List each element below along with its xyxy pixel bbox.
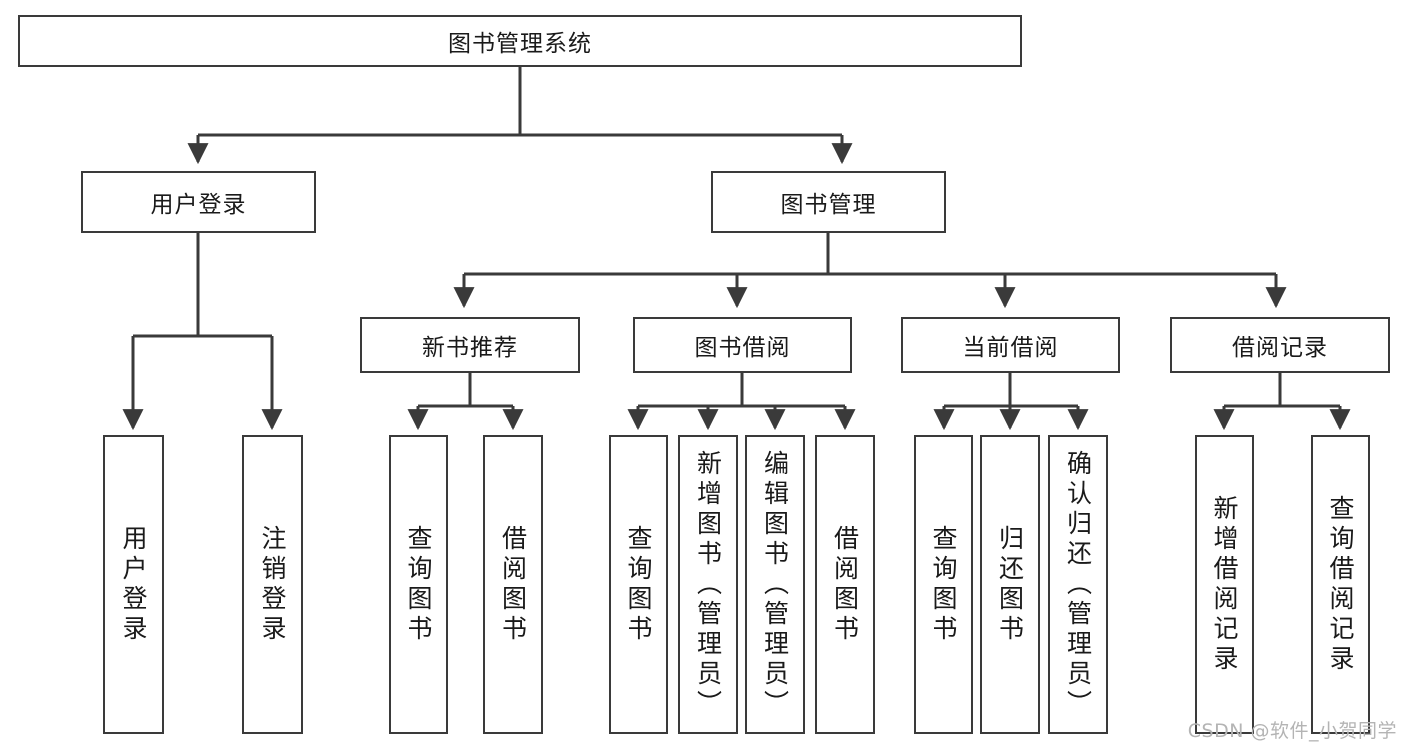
node-leaf-query-book-3[interactable]: 查询图书	[914, 435, 973, 734]
node-book-borrow[interactable]: 图书借阅	[633, 317, 852, 373]
node-leaf-query-record-label: 查询借阅记录	[1326, 494, 1355, 675]
node-user-login[interactable]: 用户登录	[81, 171, 316, 233]
node-leaf-user-login[interactable]: 用户登录	[103, 435, 164, 734]
node-leaf-edit-book[interactable]: 编辑图书（管理员）	[745, 435, 805, 734]
node-leaf-query-book-1[interactable]: 查询图书	[389, 435, 448, 734]
node-leaf-query-record[interactable]: 查询借阅记录	[1311, 435, 1370, 734]
node-leaf-add-record[interactable]: 新增借阅记录	[1195, 435, 1254, 734]
node-root-label: 图书管理系统	[448, 31, 592, 57]
node-current-borrow-label: 当前借阅	[962, 335, 1059, 361]
node-leaf-query-book-2-label: 查询图书	[624, 524, 653, 645]
node-leaf-confirm-return[interactable]: 确认归还（管理员）	[1048, 435, 1108, 734]
node-new-book-recommend[interactable]: 新书推荐	[360, 317, 580, 373]
node-leaf-borrow-book-1[interactable]: 借阅图书	[483, 435, 543, 734]
node-leaf-borrow-book-2-label: 借阅图书	[830, 524, 860, 645]
node-leaf-edit-book-label: 编辑图书（管理员）	[760, 449, 790, 720]
node-new-book-recommend-label: 新书推荐	[422, 335, 518, 361]
node-leaf-user-logout[interactable]: 注销登录	[242, 435, 303, 734]
node-book-borrow-label: 图书借阅	[694, 335, 791, 361]
node-leaf-borrow-book-1-label: 借阅图书	[498, 524, 528, 645]
node-book-manage[interactable]: 图书管理	[711, 171, 946, 233]
node-borrow-record-label: 借阅记录	[1232, 335, 1328, 361]
node-leaf-query-book-3-label: 查询图书	[929, 524, 958, 645]
node-leaf-add-book[interactable]: 新增图书（管理员）	[678, 435, 738, 734]
node-book-manage-label: 图书管理	[780, 192, 877, 218]
node-leaf-query-book-1-label: 查询图书	[404, 524, 433, 645]
node-leaf-query-book-2[interactable]: 查询图书	[609, 435, 668, 734]
node-leaf-return-book-label: 归还图书	[995, 524, 1025, 645]
node-leaf-add-record-label: 新增借阅记录	[1210, 494, 1239, 675]
node-current-borrow[interactable]: 当前借阅	[901, 317, 1120, 373]
node-leaf-confirm-return-label: 确认归还（管理员）	[1063, 449, 1093, 720]
node-leaf-add-book-label: 新增图书（管理员）	[693, 449, 723, 720]
node-leaf-return-book[interactable]: 归还图书	[980, 435, 1040, 734]
node-borrow-record[interactable]: 借阅记录	[1170, 317, 1390, 373]
node-leaf-borrow-book-2[interactable]: 借阅图书	[815, 435, 875, 734]
node-leaf-user-logout-label: 注销登录	[258, 524, 287, 645]
node-root[interactable]: 图书管理系统	[18, 15, 1022, 67]
node-user-login-label: 用户登录	[150, 192, 247, 218]
node-leaf-user-login-label: 用户登录	[119, 524, 148, 645]
